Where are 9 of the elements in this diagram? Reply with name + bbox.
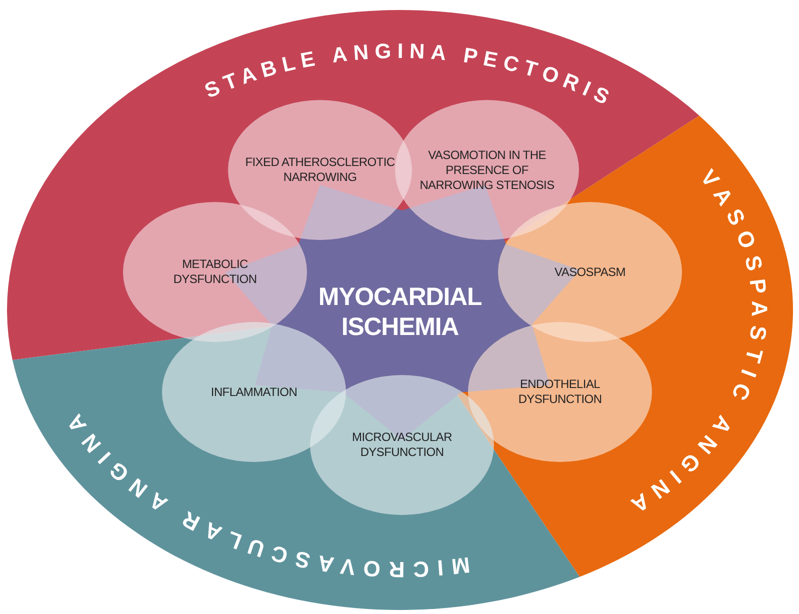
band-label: ANGINA [330, 40, 452, 68]
node-label: ENDOTHELIAL DYSFUNCTION [517, 377, 603, 407]
node-label: MICROVASCULAR DYSFUNCTION [351, 430, 453, 460]
node-label: VASOMOTION IN THE PRESENCE OF NARROWING STENOSIS [418, 148, 556, 192]
node-label: METABOLIC DYSFUNCTION [172, 257, 258, 287]
node-label: FIXED ATHEROSCLEROTIC NARROWING [245, 155, 395, 185]
node-label: INFLAMMATION [210, 384, 298, 400]
center-title: MYOCARDIAL ISCHEMIA [317, 282, 483, 342]
node-label: VASOSPASM [554, 264, 626, 280]
